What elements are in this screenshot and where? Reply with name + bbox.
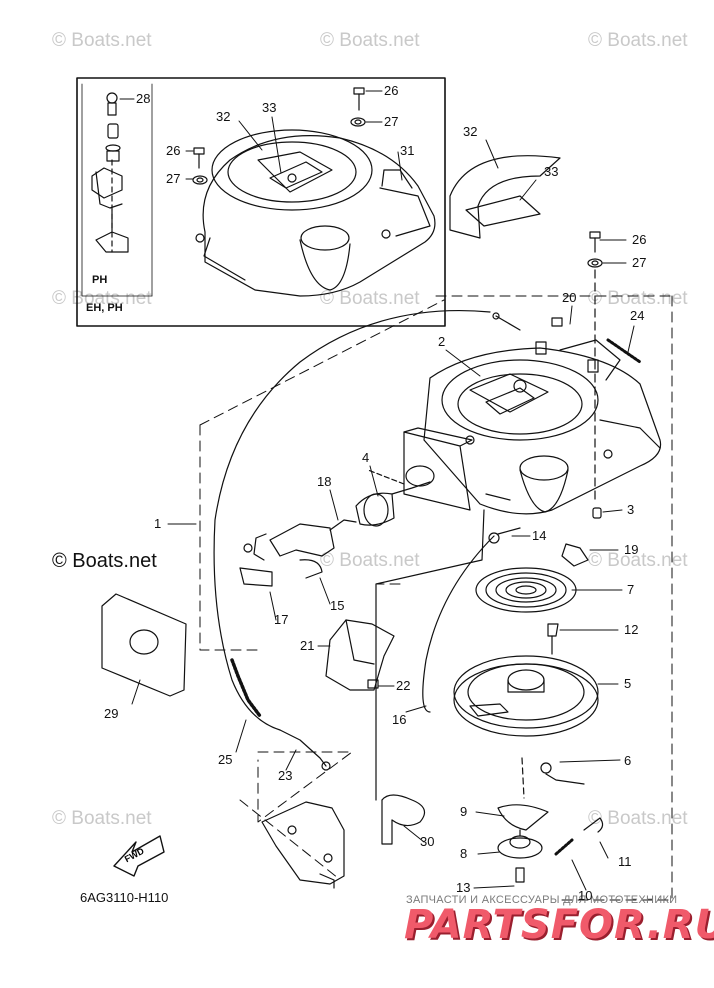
callout-10: 10 bbox=[578, 888, 593, 903]
callout-26: 26 bbox=[384, 83, 399, 98]
main-starter-cover bbox=[403, 339, 662, 515]
watermark: © Boats.net bbox=[320, 288, 420, 309]
inset-ph-hardware bbox=[91, 92, 129, 253]
lever-parts bbox=[239, 465, 435, 587]
callout-16: 16 bbox=[392, 712, 407, 727]
callout-4: 4 bbox=[362, 450, 370, 465]
callout-27: 27 bbox=[632, 255, 647, 270]
callout-33: 33 bbox=[544, 164, 559, 179]
callout-26: 26 bbox=[166, 143, 181, 158]
bracket-parts bbox=[325, 619, 395, 691]
watermark: © Boats.net bbox=[588, 808, 688, 829]
watermark: © Boats.net bbox=[320, 30, 420, 51]
watermark: © Boats.net bbox=[52, 808, 152, 829]
drawing-code: 6AG3110-H110 bbox=[80, 890, 169, 905]
inset-bolts bbox=[192, 87, 366, 185]
callout-14: 14 bbox=[532, 528, 547, 543]
callout-23: 23 bbox=[278, 768, 293, 783]
callout-1: 1 bbox=[154, 516, 162, 531]
callout-32: 32 bbox=[463, 124, 478, 139]
callout-30: 30 bbox=[420, 834, 435, 849]
callout-24: 24 bbox=[630, 308, 645, 323]
reel-assembly bbox=[453, 567, 599, 737]
callout-12: 12 bbox=[624, 622, 639, 637]
callout-21: 21 bbox=[300, 638, 315, 653]
callout-27: 27 bbox=[384, 114, 399, 129]
callout-22: 22 bbox=[396, 678, 411, 693]
callout-29: 29 bbox=[104, 706, 119, 721]
callout-leaders bbox=[131, 139, 635, 891]
reference-lines bbox=[199, 295, 673, 901]
callout-19: 19 bbox=[624, 542, 639, 557]
inset-starter-cover bbox=[195, 129, 436, 297]
callout-2: 2 bbox=[438, 334, 446, 349]
watermark: © Boats.net bbox=[320, 550, 420, 571]
callout-8: 8 bbox=[460, 846, 468, 861]
callout-25: 25 bbox=[218, 752, 233, 767]
callout-9: 9 bbox=[460, 804, 468, 819]
callout-6: 6 bbox=[624, 753, 632, 768]
decal-parts bbox=[449, 155, 561, 239]
part-30 bbox=[381, 794, 426, 845]
watermark: © Boats.net bbox=[588, 550, 688, 571]
callout-7: 7 bbox=[627, 582, 635, 597]
cover-plate bbox=[101, 593, 187, 697]
callout-33: 33 bbox=[262, 100, 277, 115]
callout-3: 3 bbox=[627, 502, 635, 517]
callout-32: 32 bbox=[216, 109, 231, 124]
promo-subtitle: ЗАПЧАСТИ И АКСЕССУАРЫ ДЛЯ МОТОТЕХНИКИ bbox=[406, 894, 678, 906]
inset-leaders bbox=[119, 90, 403, 181]
callout-31: 31 bbox=[400, 143, 415, 158]
callout-17: 17 bbox=[274, 612, 289, 627]
fwd-arrow-icon bbox=[113, 835, 165, 877]
cable-joint-parts bbox=[375, 509, 589, 801]
lower-small-parts bbox=[497, 757, 604, 883]
callout-5: 5 bbox=[624, 676, 632, 691]
watermark: © Boats.net bbox=[588, 30, 688, 51]
callout-15: 15 bbox=[330, 598, 345, 613]
inset-tag-eh-ph: EH, PH bbox=[86, 302, 123, 314]
watermark: © Boats.net bbox=[52, 30, 152, 51]
callout-11: 11 bbox=[618, 854, 632, 869]
callout-27: 27 bbox=[166, 171, 181, 186]
watermark: © Boats.net bbox=[52, 550, 157, 572]
watermark: © Boats.net bbox=[588, 288, 688, 309]
top-right-hardware bbox=[492, 231, 642, 519]
callout-28: 28 bbox=[136, 91, 151, 106]
callout-20: 20 bbox=[562, 290, 577, 305]
lower-bracket bbox=[261, 801, 345, 889]
inset-frame bbox=[76, 77, 446, 327]
promo-brand: PARTSFOR.RU bbox=[404, 902, 714, 948]
inset-tag-ph: PH bbox=[92, 274, 108, 286]
callout-13: 13 bbox=[456, 880, 471, 895]
callout-18: 18 bbox=[317, 474, 332, 489]
callout-26: 26 bbox=[632, 232, 647, 247]
